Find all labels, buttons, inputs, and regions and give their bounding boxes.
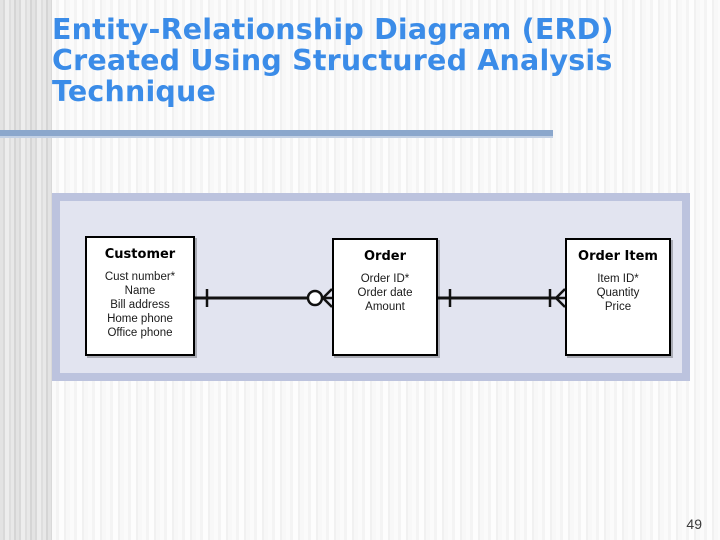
entity-customer-attributes: Cust number* Name Bill address Home phon… [87, 270, 193, 340]
diagram-panel: Customer Cust number* Name Bill address … [52, 193, 690, 381]
entity-order-title: Order [364, 249, 406, 264]
relationship-order-order-item[interactable] [438, 285, 566, 311]
attribute: Amount [365, 301, 405, 313]
attribute: Price [604, 301, 632, 313]
attribute: Name [124, 285, 156, 297]
cardinality-crows-foot [322, 288, 333, 308]
entity-order-item[interactable]: Order Item Item ID* Quantity Price [565, 238, 671, 356]
page-number: 49 [686, 516, 702, 532]
background-stripes-left [0, 0, 52, 540]
cardinality-zero-circle [306, 289, 324, 307]
entity-customer-title: Customer [104, 247, 176, 262]
entity-order-item-title: Order Item [578, 249, 658, 264]
entity-order-item-attributes: Item ID* Quantity Price [567, 272, 669, 314]
attribute: Item ID* [597, 273, 639, 285]
attribute: Quantity [596, 287, 640, 299]
title-block: Entity-Relationship Diagram (ERD) Create… [52, 14, 692, 107]
attribute: Office phone [107, 327, 173, 339]
title-divider [0, 130, 553, 138]
attribute: Home phone [107, 313, 173, 325]
relationship-customer-order[interactable] [195, 285, 333, 311]
entity-order-attributes: Order ID* Order date Amount [334, 272, 436, 314]
cardinality-crows-foot [555, 288, 566, 308]
entity-customer[interactable]: Customer Cust number* Name Bill address … [85, 236, 195, 356]
attribute: Order date [357, 287, 413, 299]
entity-order[interactable]: Order Order ID* Order date Amount [332, 238, 438, 356]
diagram-canvas: Customer Cust number* Name Bill address … [60, 201, 682, 373]
attribute: Bill address [110, 299, 170, 311]
attribute: Cust number* [104, 271, 176, 283]
page-title: Entity-Relationship Diagram (ERD) Create… [52, 13, 614, 108]
attribute: Order ID* [360, 273, 410, 285]
